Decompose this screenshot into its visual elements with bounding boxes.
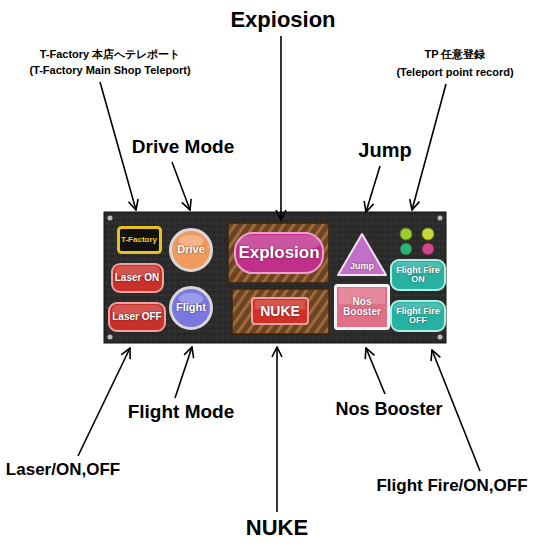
- nos-booster-button: Nos Booster: [334, 284, 390, 330]
- callout-label: Nos Booster: [335, 400, 442, 420]
- callout-label: NUKE: [246, 516, 308, 540]
- button-label: T-Factory: [121, 236, 157, 244]
- callout-label: Expiosion: [230, 8, 335, 32]
- flight-fire-on-button: Flight Fire ON: [390, 259, 446, 291]
- laser-on-button: Laser ON: [111, 263, 164, 293]
- callout-label: Drive Mode: [132, 137, 234, 158]
- wood-frame: [228, 223, 329, 334]
- callout-label: (Teleport point record): [396, 66, 513, 78]
- drive-mode-button: Drive: [169, 228, 213, 272]
- button-label: Flight Fire ON: [390, 266, 446, 285]
- button-label: Flight: [176, 302, 206, 314]
- callout-label: TP 任意登録: [425, 48, 486, 60]
- flight-mode-button: Flight: [169, 286, 213, 330]
- leader-lines: [78, 36, 480, 512]
- teleport-logo-button: T-Factory: [117, 226, 162, 254]
- nuke-button: NUKE: [251, 297, 309, 325]
- flight-fire-off-button: Flight Fire OFF: [390, 300, 446, 332]
- explosion-button: Explosion: [234, 232, 324, 274]
- control-panel: [104, 212, 446, 343]
- button-label: Laser ON: [115, 273, 159, 284]
- button-label: Flight Fire OFF: [390, 307, 446, 326]
- button-label: NUKE: [260, 304, 300, 319]
- button-label: Explosion: [238, 244, 319, 262]
- callout-label: Jump: [358, 139, 411, 161]
- callout-label: (T-Factory Main Shop Teleport): [29, 64, 190, 76]
- callout-label: T-Factory 本店へテレポート: [40, 48, 181, 60]
- button-label: Laser OFF: [112, 312, 161, 323]
- button-label: Jump: [350, 262, 374, 271]
- callout-label: Flight Mode: [128, 402, 235, 423]
- laser-off-button: Laser OFF: [108, 302, 166, 332]
- button-label: Drive: [177, 244, 205, 256]
- jump-button: Jump: [337, 232, 387, 276]
- callout-label: Flight Fire/ON,OFF: [376, 477, 527, 496]
- button-label: Nos Booster: [334, 297, 390, 318]
- indicator-lights: [400, 228, 434, 255]
- callout-label: Laser/ON,OFF: [6, 461, 120, 480]
